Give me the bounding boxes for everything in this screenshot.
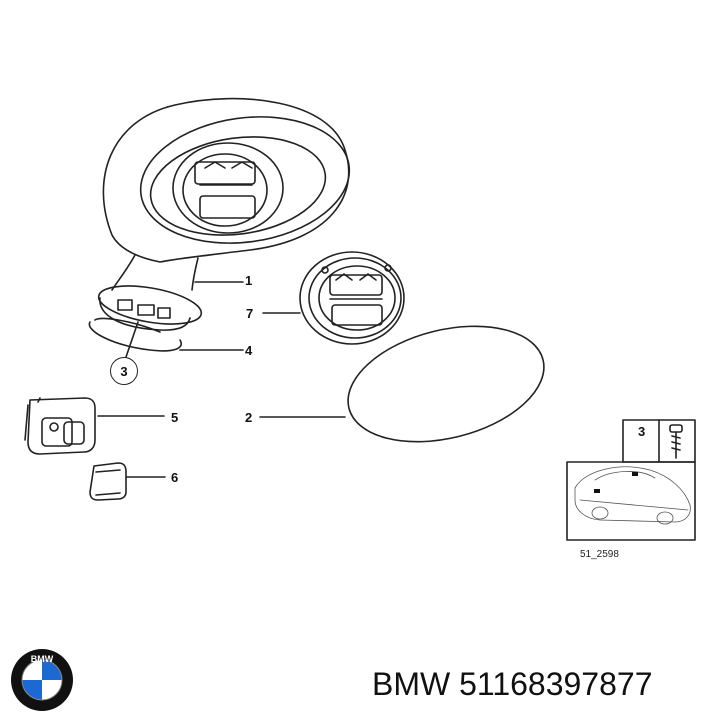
cap-drawing [89,462,166,501]
inset-part-number: 3 [638,424,646,439]
callout-7: 7 [246,306,254,321]
callout-6: 6 [171,470,179,485]
callout-5: 5 [171,410,179,425]
bmw-logo: BMW [11,649,73,711]
mirror-switch-drawing [24,397,165,455]
mirror-glass-drawing [259,325,545,443]
inset-panel [566,419,696,541]
callout-4: 4 [245,343,253,358]
brand-part-number: BMW 51168397877 [372,666,652,703]
bmw-logo-letters: BMW [31,654,54,664]
callout-3-circled: 3 [110,357,138,385]
diagram-reference-code: 51_2598 [580,549,619,560]
part-number: 51168397877 [459,666,653,702]
gasket-drawing [88,317,244,352]
drive-motor-drawing [262,251,405,345]
callout-2: 2 [245,410,253,425]
brand-name: BMW [372,666,451,702]
callout-1: 1 [245,273,253,288]
mirror-housing-drawing [97,97,351,331]
